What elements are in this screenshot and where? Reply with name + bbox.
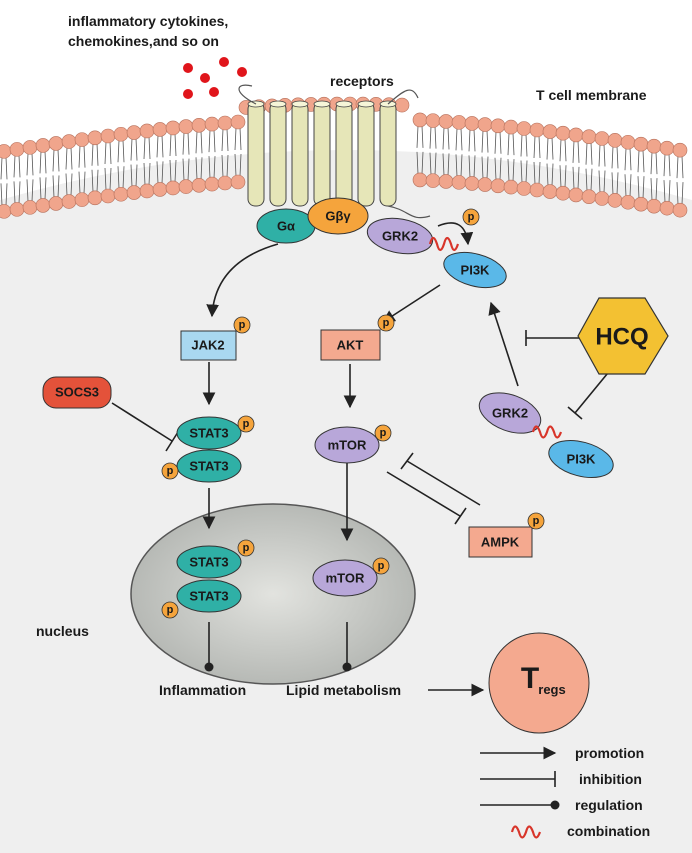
inflammation-label: Inflammation (159, 682, 246, 698)
svg-text:AKT: AKT (337, 338, 364, 353)
g-alpha-node: Gα (256, 208, 316, 244)
svg-text:mTOR: mTOR (328, 438, 367, 453)
socs3-node: SOCS3 (42, 376, 112, 409)
stat3-cyto-upper: STAT3 (176, 416, 242, 450)
receptors-label: receptors (330, 73, 394, 89)
receptor-helix (269, 101, 287, 207)
receptor-helices (238, 84, 431, 219)
svg-text:p: p (380, 427, 387, 439)
receptor-helix (335, 101, 353, 207)
phospho-ampk: p (527, 512, 545, 530)
combination-linker-top (428, 236, 460, 252)
grk2-top-node: GRK2 (366, 217, 434, 255)
svg-text:p: p (378, 560, 385, 572)
receptor-helix (247, 101, 265, 207)
legend-regulation-dot (550, 800, 560, 810)
g-beta-gamma-node: Gβγ (307, 197, 369, 235)
receptor-helix (379, 101, 397, 207)
svg-text:PI3K: PI3K (567, 452, 597, 467)
svg-text:p: p (167, 465, 174, 477)
stat3-cyto-lower: STAT3 (176, 449, 242, 483)
regulation-dot-lipid (342, 662, 352, 672)
svg-text:JAK2: JAK2 (191, 338, 224, 353)
ligand-dots (183, 57, 247, 99)
tregs-node: T regs (488, 632, 590, 734)
svg-text:p: p (468, 211, 475, 223)
nucleus (130, 503, 416, 685)
svg-text:GRK2: GRK2 (492, 406, 528, 421)
phospho-akt: p (377, 314, 395, 332)
legend-combination-label: combination (567, 823, 650, 839)
membrane-label: T cell membrane (536, 87, 647, 103)
mtor-nuc-node: mTOR (312, 559, 378, 597)
socs3-inhibits-stat3 (111, 402, 179, 452)
svg-text:mTOR: mTOR (326, 571, 365, 586)
svg-text:STAT3: STAT3 (189, 459, 228, 474)
ampk-inhibits-mtor (400, 452, 481, 506)
pi3k-bottom-node: PI3K (548, 439, 614, 479)
phospho-stat3-nuc-upper: p (237, 539, 255, 557)
grk2-to-pi3k-arrow (437, 222, 474, 246)
jak2-node: JAK2 (180, 330, 237, 361)
svg-text:STAT3: STAT3 (189, 555, 228, 570)
galpha-to-jak2-arrow (206, 243, 279, 318)
phospho-mtor-nuc: p (372, 557, 390, 575)
svg-text:HCQ: HCQ (595, 324, 648, 351)
receptor-helix (313, 101, 331, 207)
nucleus-label: nucleus (36, 623, 89, 639)
grk2-bottom-node: GRK2 (478, 392, 542, 434)
lipid-metabolism-label: Lipid metabolism (286, 682, 401, 698)
receptor-helix (357, 101, 375, 207)
svg-text:PI3K: PI3K (461, 263, 491, 278)
svg-text:Gα: Gα (277, 219, 295, 234)
svg-text:SOCS3: SOCS3 (55, 385, 99, 400)
pi3k-top-node: PI3K (443, 251, 507, 289)
mtor-inhibits-ampk (386, 471, 467, 525)
pi3k-to-akt-arrow (381, 284, 441, 323)
svg-text:p: p (167, 604, 174, 616)
svg-text:Gβγ: Gβγ (325, 209, 351, 224)
svg-text:GRK2: GRK2 (382, 229, 418, 244)
phospho-stat3-cyto-lower: p (161, 462, 179, 480)
cytokines-label-line2: chemokines,and so on (68, 33, 219, 49)
svg-text:STAT3: STAT3 (189, 589, 228, 604)
grk2-bottom-to-pi3k-arrow (488, 301, 519, 387)
akt-node: AKT (320, 329, 381, 361)
cytokines-label-line1: inflammatory cytokines, (68, 13, 228, 29)
legend-promotion-label: promotion (575, 745, 644, 761)
phospho-mtor-cyto: p (374, 424, 392, 442)
legend-regulation-label: regulation (575, 797, 643, 813)
svg-text:p: p (239, 319, 246, 331)
receptor-helix (291, 101, 309, 207)
svg-text:p: p (243, 418, 250, 430)
svg-text:p: p (533, 515, 540, 527)
legend-inhibition-line (480, 771, 556, 787)
phospho-pi3k-top: p (462, 208, 480, 226)
hcq-node: HCQ (577, 297, 669, 375)
svg-text:STAT3: STAT3 (189, 426, 228, 441)
svg-text:AMPK: AMPK (481, 535, 520, 550)
svg-text:T: T (521, 662, 539, 695)
regulation-dot-inflammation (204, 662, 214, 672)
phospho-stat3-cyto-upper: p (237, 415, 255, 433)
stat3-nuc-lower: STAT3 (176, 579, 242, 613)
phospho-stat3-nuc-lower: p (161, 601, 179, 619)
svg-text:p: p (383, 317, 390, 329)
stat3-nuc-upper: STAT3 (176, 545, 242, 579)
hcq-inhibits-grk2 (567, 367, 613, 420)
legend (480, 746, 557, 806)
svg-text:regs: regs (538, 682, 565, 697)
hcq-inhibits-pi3k-pathway (525, 330, 579, 346)
legend-inhibition-label: inhibition (579, 771, 642, 787)
mtor-cyto-node: mTOR (314, 426, 380, 464)
phospho-jak2: p (233, 316, 251, 334)
ampk-node: AMPK (468, 526, 533, 558)
legend-combination-icon (510, 825, 542, 839)
combination-linker-bottom (531, 425, 563, 439)
svg-text:p: p (243, 542, 250, 554)
